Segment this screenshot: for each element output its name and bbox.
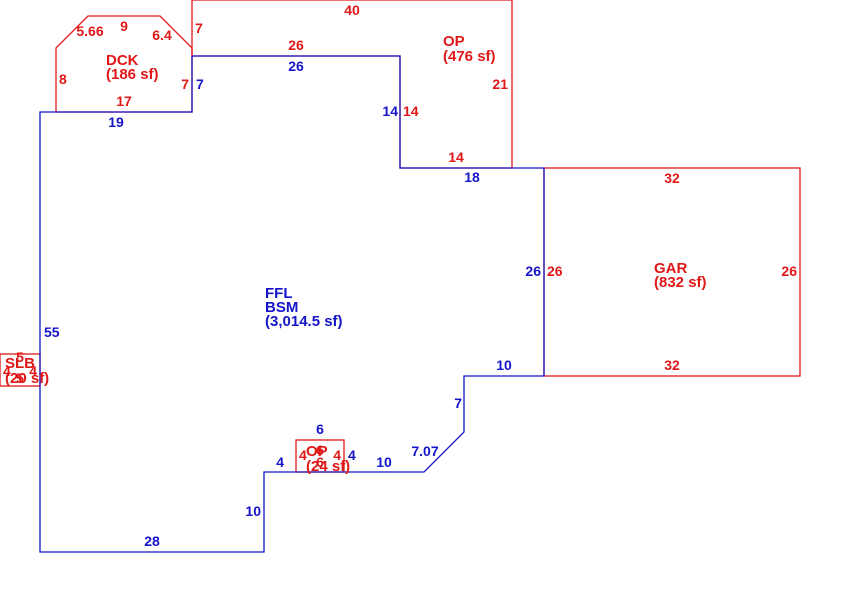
deck-area-code: DCK [106, 52, 139, 69]
porch-small-dim-bottom: 6 [316, 454, 324, 470]
garage-dim-top: 32 [664, 170, 680, 186]
slab-dim-right: 4 [29, 363, 37, 379]
main-dim-right-step: 10 [496, 357, 512, 373]
porch-top-dim-right: 21 [492, 76, 508, 92]
garage-dim-right: 26 [781, 263, 797, 279]
garage-area-code: GAR [654, 260, 688, 277]
garage-area-size: (832 sf) [654, 274, 707, 291]
main-dim-notch-side: 14 [382, 103, 398, 119]
deck-dim-right: 7 [181, 76, 189, 92]
slab-dim-left: 4 [3, 363, 11, 379]
porch-small-area-size: (24 sf) [306, 458, 350, 475]
main-dim-top-left: 19 [108, 114, 124, 130]
slab-dim-top: 5 [16, 349, 24, 365]
main-dim-diagonal: 7.07 [411, 443, 438, 459]
deck-dim-left: 8 [59, 71, 67, 87]
porch-small-area-code: OP [306, 443, 328, 460]
deck-area-size: (186 sf) [106, 66, 159, 83]
main-dim-step-small-right: 4 [348, 447, 356, 463]
main-dim-small-top: 6 [316, 421, 324, 437]
porch-top-outline [191, 0, 513, 169]
porch-top-dim-top: 40 [344, 2, 360, 18]
main-dim-bottom: 28 [144, 533, 160, 549]
deck-dim-diag-right: 6.4 [152, 27, 172, 43]
porch-small-dim-top: 6 [316, 442, 324, 458]
main-dim-left: 55 [44, 324, 60, 340]
slab-area-code: SLB [5, 355, 35, 372]
porch-top-dim-left: 7 [195, 20, 203, 36]
main-area-code: FFL [265, 285, 293, 302]
deck-dim-diag-left: 5.66 [76, 23, 103, 39]
porch-top-area-size: (476 sf) [443, 48, 496, 65]
porch-top-area-code: OP [443, 33, 465, 50]
porch-small-dim-left: 4 [299, 447, 307, 463]
slab-area-size: (20 sf) [5, 370, 49, 387]
deck-dim-top: 9 [120, 18, 128, 34]
porch-top-dim-notch-side: 14 [403, 103, 419, 119]
main-dim-step-left: 10 [245, 503, 261, 519]
main-building-outline [39, 55, 545, 553]
main-dim-right-low: 7 [454, 395, 462, 411]
main-dim-deck-side: 7 [196, 76, 204, 92]
main-area-size: (3,014.5 sf) [265, 313, 343, 330]
main-area-sub: BSM [265, 299, 298, 316]
garage-dim-left: 26 [547, 263, 563, 279]
main-dim-top-right: 18 [464, 169, 480, 185]
deck-dim-bottom: 17 [116, 93, 132, 109]
main-dim-right: 26 [525, 263, 541, 279]
porch-top-dim-bottom-edge: 26 [288, 37, 304, 53]
garage-dim-bottom: 32 [664, 357, 680, 373]
main-dim-notch-top: 26 [288, 58, 304, 74]
slab-dim-bottom: 5 [16, 370, 24, 386]
main-dim-bottom-mid: 10 [376, 454, 392, 470]
porch-small-dim-right: 4 [333, 447, 341, 463]
porch-top-dim-bottom: 14 [448, 149, 464, 165]
main-dim-step-small-left: 4 [276, 454, 284, 470]
